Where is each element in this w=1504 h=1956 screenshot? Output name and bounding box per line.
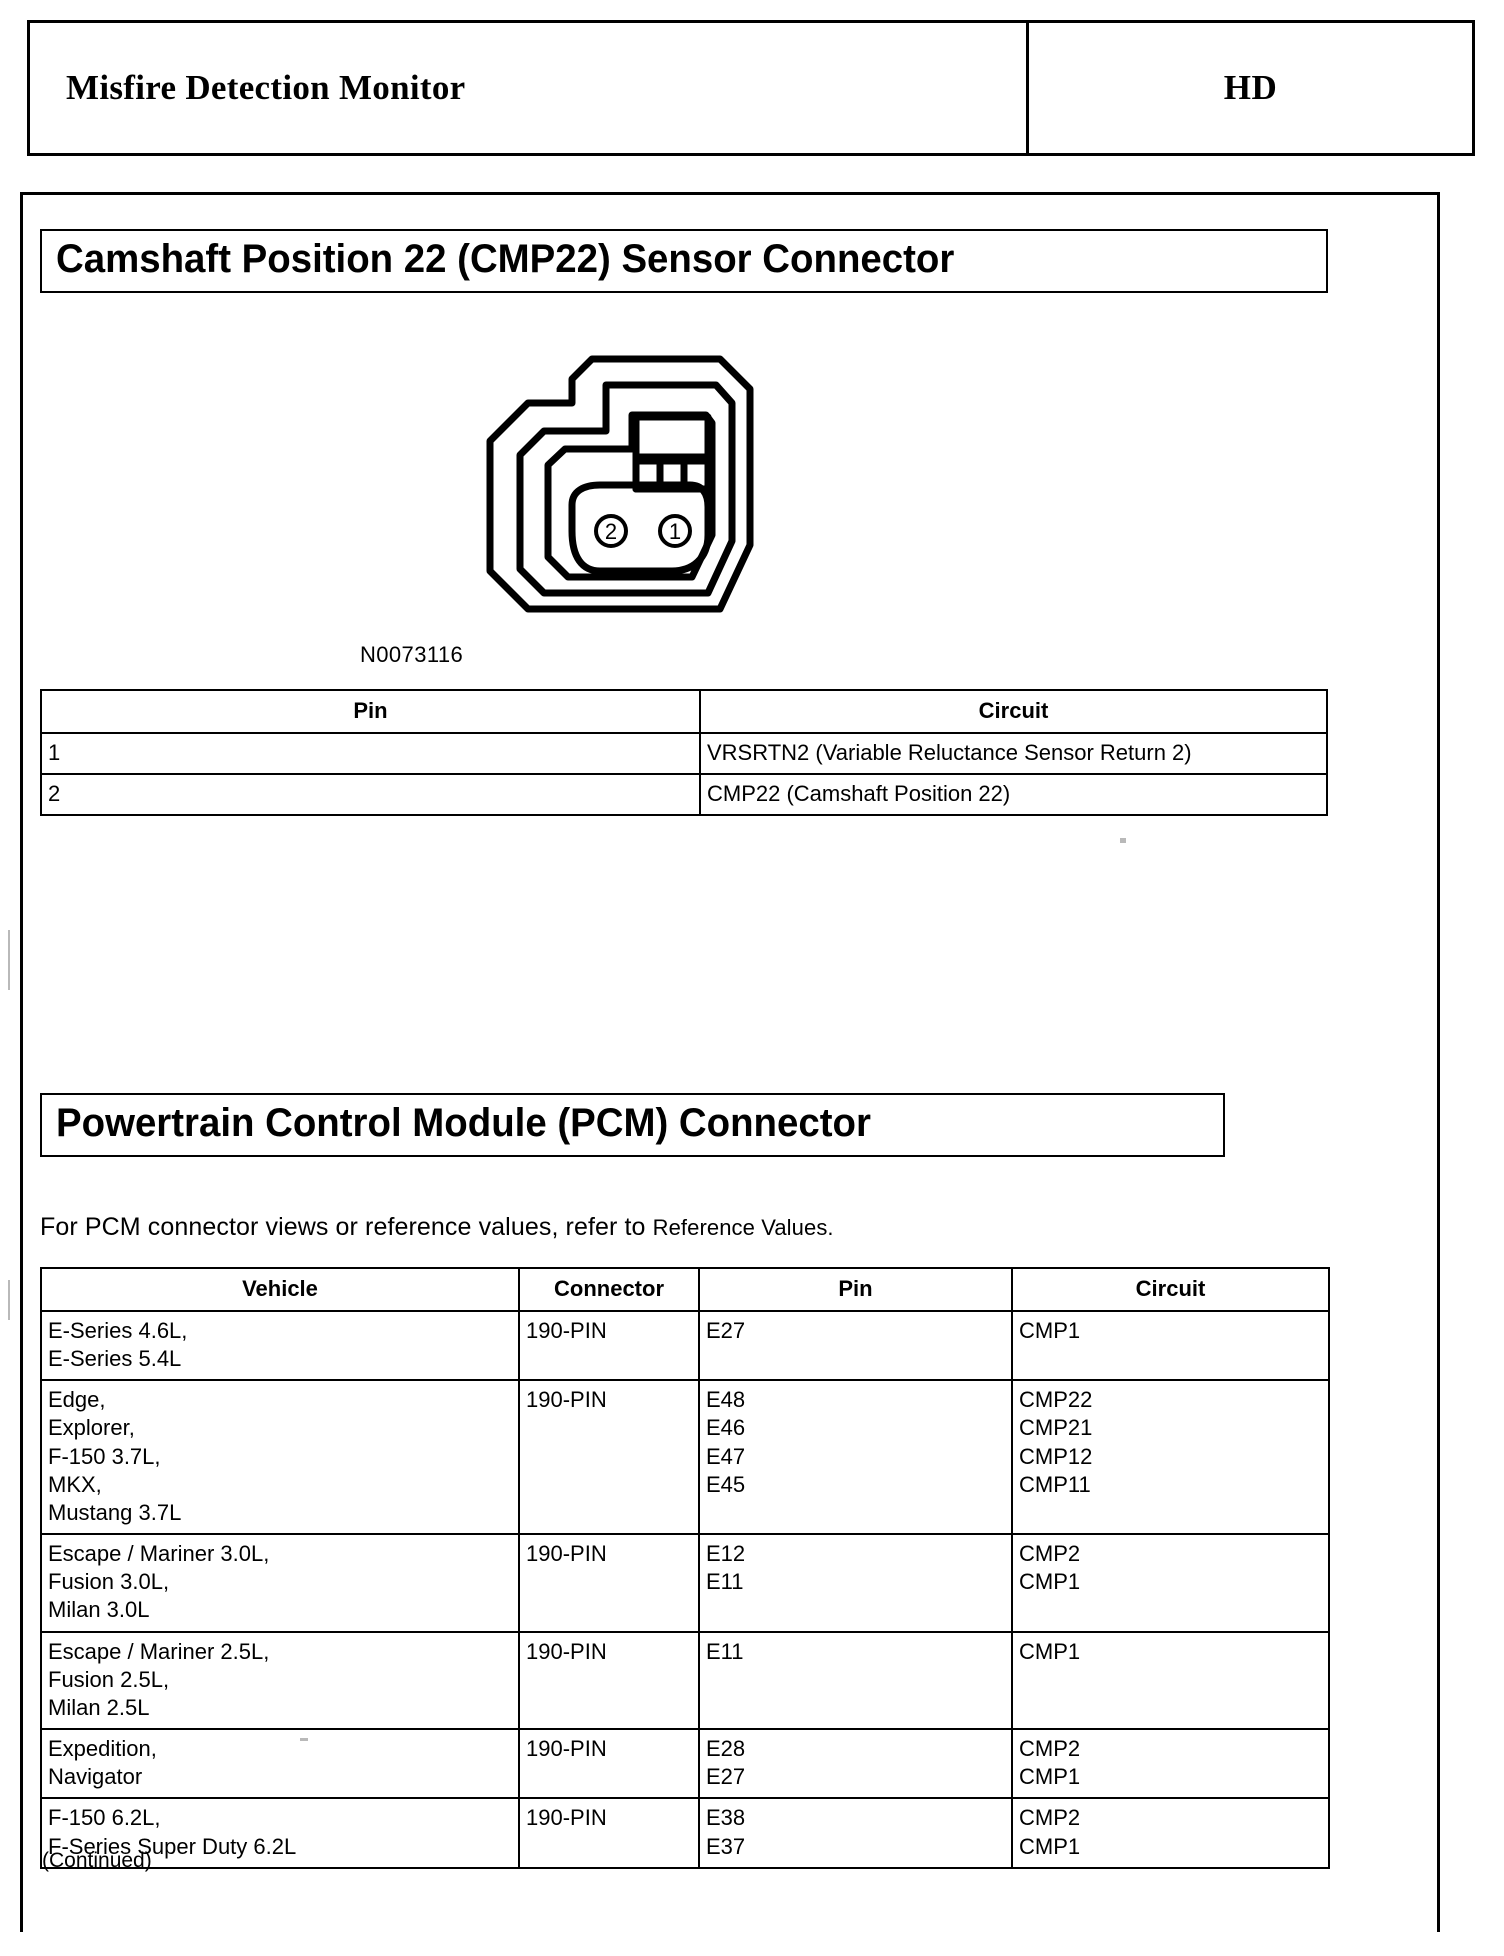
cell-connector: 190-PIN (518, 1533, 700, 1633)
section-heading-cmp22: Camshaft Position 22 (CMP22) Sensor Conn… (40, 229, 1328, 293)
page-header-tag-cell: HD (1029, 23, 1472, 153)
pcm-note: For PCM connector views or reference val… (40, 1213, 834, 1242)
page-header-title-cell: Misfire Detection Monitor (30, 23, 1029, 153)
table-continued-note: (Continued) (42, 1849, 152, 1872)
pin-marker-1: 1 (658, 514, 692, 548)
column-header-vehicle: Vehicle (40, 1267, 520, 1312)
table-header-row: Pin Circuit (40, 689, 1328, 734)
svg-text:1: 1 (669, 519, 681, 544)
content-frame: Camshaft Position 22 (CMP22) Sensor Conn… (20, 192, 1440, 1932)
cell-circuit: CMP1 (1011, 1309, 1330, 1382)
cell-connector: 190-PIN (518, 1379, 700, 1536)
svg-text:2: 2 (605, 519, 617, 544)
pcm-note-text: For PCM connector views or reference val… (40, 1213, 653, 1241)
cell-vehicle: F-150 6.2L,F-Series Super Duty 6.2L (40, 1797, 520, 1869)
cmp22-connector-figure: 2 1 N0073116 (40, 345, 1328, 685)
section-heading-pcm: Powertrain Control Module (PCM) Connecto… (40, 1093, 1225, 1157)
cell-pin: E27 (698, 1309, 1013, 1382)
page-title: Misfire Detection Monitor (66, 68, 466, 107)
pin-marker-2: 2 (594, 514, 628, 548)
cell-connector: 190-PIN (518, 1728, 700, 1800)
cell-pin: 2 (40, 773, 701, 817)
connector-diagram-icon: 2 1 (486, 355, 754, 613)
cell-vehicle: Edge,Explorer,F-150 3.7L,MKX,Mustang 3.7… (40, 1379, 520, 1536)
column-header-pin: Pin (40, 689, 701, 734)
scan-artifact (8, 930, 10, 990)
cell-circuit: VRSRTN2 (Variable Reluctance Sensor Retu… (699, 731, 1328, 776)
pcm-connector-table: Vehicle Connector Pin Circuit E-Series 4… (40, 1267, 1330, 1869)
column-header-circuit: Circuit (1011, 1267, 1330, 1312)
column-header-pin: Pin (698, 1267, 1013, 1312)
cell-connector: 190-PIN (518, 1797, 700, 1869)
pcm-note-xref-link[interactable]: Reference Values. (652, 1215, 834, 1240)
column-header-circuit: Circuit (699, 689, 1328, 734)
cell-connector: 190-PIN (518, 1309, 700, 1382)
section-heading-cmp22-label: Camshaft Position 22 (CMP22) Sensor Conn… (56, 237, 955, 281)
cell-vehicle: Escape / Mariner 3.0L,Fusion 3.0L,Milan … (40, 1533, 520, 1633)
cell-circuit: CMP1 (1011, 1630, 1330, 1731)
table-row: Escape / Mariner 2.5L,Fusion 2.5L,Milan … (40, 1630, 1330, 1731)
cell-circuit: CMP22 (Camshaft Position 22) (699, 773, 1328, 817)
cell-vehicle: Escape / Mariner 2.5L,Fusion 2.5L,Milan … (40, 1630, 520, 1731)
scan-artifact (1120, 838, 1126, 843)
cell-vehicle: Expedition,Navigator (40, 1728, 520, 1800)
cell-connector: 190-PIN (518, 1630, 700, 1731)
column-header-connector: Connector (518, 1267, 700, 1312)
cell-pin: 1 (40, 731, 701, 776)
scan-artifact (300, 1738, 308, 1741)
cell-vehicle: E-Series 4.6L,E-Series 5.4L (40, 1309, 520, 1382)
section-heading-pcm-label: Powertrain Control Module (PCM) Connecto… (56, 1101, 871, 1145)
cell-pin: E11 (698, 1630, 1013, 1731)
table-header-row: Vehicle Connector Pin Circuit (40, 1267, 1330, 1312)
table-row: Edge,Explorer,F-150 3.7L,MKX,Mustang 3.7… (40, 1379, 1330, 1536)
header-tag-badge: HD (1223, 68, 1278, 107)
connector-part-number: N0073116 (360, 642, 464, 667)
scan-artifact (8, 1280, 10, 1320)
page-header: Misfire Detection Monitor HD (27, 20, 1475, 156)
table-row: Escape / Mariner 3.0L,Fusion 3.0L,Milan … (40, 1533, 1330, 1633)
